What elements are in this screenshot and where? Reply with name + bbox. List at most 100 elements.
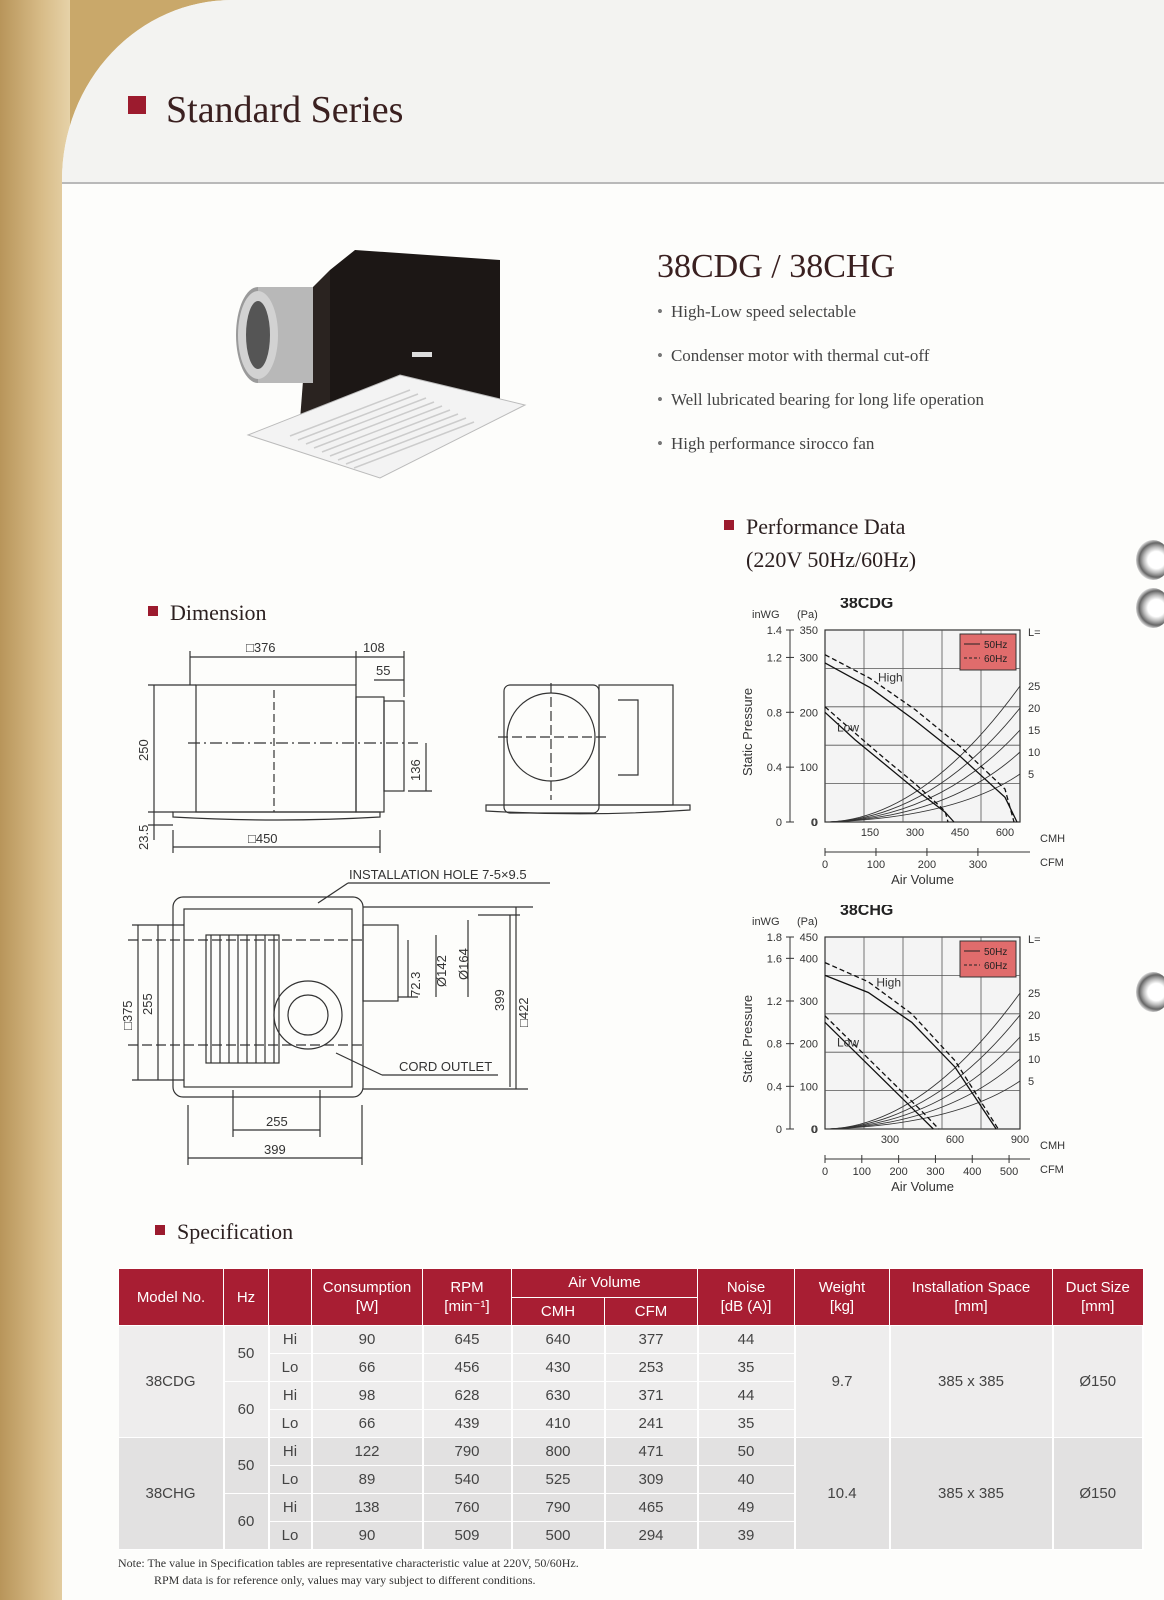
duct-tick-label: 20: [1028, 1010, 1040, 1022]
x-tick-label-cfm: 100: [867, 859, 885, 871]
cell-cfm: 471: [604, 1437, 699, 1466]
origin-label: 0: [811, 817, 817, 829]
x-tick-label-cfm: 300: [926, 1166, 944, 1178]
bullet-square-icon: [724, 520, 734, 530]
cell-cmh: 800: [511, 1437, 606, 1466]
duct-resistance-curve: [829, 1080, 1021, 1130]
dim-250: 250: [136, 739, 151, 761]
x-tick-label-cmh: 600: [946, 1134, 964, 1146]
legend-label: 60Hz: [984, 654, 1007, 665]
fan-product-image: [236, 250, 527, 479]
cell-cfm: 465: [604, 1493, 699, 1522]
duct-tick-label: 20: [1028, 703, 1040, 715]
duct-tick-label: 5: [1028, 1076, 1034, 1088]
dim-399-vertical: 399: [492, 989, 507, 1011]
cell-rpm: 645: [422, 1325, 513, 1354]
y-tick-label-pa: 350: [800, 625, 818, 637]
dim-422: □422: [516, 997, 531, 1027]
y-tick-label-inwg: 1.2: [767, 996, 782, 1008]
cell-consumption: 89: [311, 1465, 424, 1494]
duct-tick-label: 5: [1028, 769, 1034, 781]
y-tick-label-inwg: 0.4: [767, 762, 782, 774]
header-air-volume: Air Volume: [511, 1268, 698, 1298]
cell-consumption: 90: [311, 1325, 424, 1354]
dim-376: □376: [246, 640, 276, 655]
series-line-low-dashed: [824, 706, 949, 823]
cell-rpm: 439: [422, 1409, 513, 1438]
performance-chart-38chg: 38CHGinWG(Pa)010020030040045000.40.81.21…: [740, 905, 1065, 1194]
dim-399-horizontal: 399: [264, 1142, 286, 1157]
header-model: Model No.: [118, 1268, 224, 1326]
dim-255-vertical: 255: [140, 993, 155, 1015]
series-line-high-dashed: [824, 962, 999, 1130]
series-line-low-dashed: [824, 1015, 940, 1130]
table-row: 38CDG 50 Hi 90 645 640 377 44 9.7 385 x …: [118, 1325, 1144, 1438]
note-line: RPM data is for reference only, values m…: [154, 1573, 536, 1587]
performance-chart-38cdg: 38CDGinWG(Pa)010020030035000.40.81.21.4S…: [740, 598, 1065, 887]
specification-table: Model No. Hz Consumption[W] RPM[min⁻¹] A…: [118, 1268, 1144, 1550]
series-line-high-solid: [824, 662, 1018, 823]
duct-tick-label: 10: [1028, 1054, 1040, 1066]
curve-label-low: Low: [837, 1035, 859, 1049]
duct-resistance-curve: [829, 992, 1021, 1130]
dimension-heading: Dimension: [148, 600, 267, 626]
dim-108: 108: [363, 640, 385, 655]
cell-noise: 44: [697, 1381, 796, 1410]
x-tick-label-cfm: 100: [853, 1166, 871, 1178]
x-unit-cfm: CFM: [1040, 857, 1064, 869]
series-title: Standard Series: [128, 88, 403, 132]
cell-cmh: 500: [511, 1521, 606, 1550]
legend-label: 50Hz: [984, 640, 1007, 651]
dim-142: Ø142: [434, 955, 449, 987]
feature-item: High performance sirocco fan: [657, 434, 984, 478]
cell-speed: Hi: [268, 1493, 313, 1522]
feature-item: Condenser motor with thermal cut-off: [657, 346, 984, 390]
duct-resistance-curve: [829, 1036, 1021, 1130]
chart-title: 38CHG: [840, 905, 893, 919]
series-line-high-solid: [824, 974, 997, 1130]
cell-model: 38CDG: [118, 1325, 225, 1438]
dim-55: 55: [376, 663, 390, 678]
x-tick-label-cmh: 600: [996, 827, 1014, 839]
cell-cmh: 430: [511, 1353, 606, 1382]
feature-item: High-Low speed selectable: [657, 302, 984, 346]
table-row: 60 Hi 98 628 630 371 44: [119, 1381, 1144, 1438]
performance-subtitle: (220V 50Hz/60Hz): [746, 547, 917, 572]
cell-noise: 50: [697, 1437, 796, 1466]
y-tick-label-pa: 450: [800, 932, 818, 944]
cell-installation-space: 385 x 385: [889, 1325, 1054, 1438]
y-tick-label-pa: 200: [800, 707, 818, 719]
duct-tick-label: 10: [1028, 747, 1040, 759]
dim-136: 136: [408, 759, 423, 781]
legend-box: [959, 940, 1017, 978]
x-tick-label-cfm: 200: [889, 1166, 907, 1178]
dim-72-3: 72.3: [408, 972, 423, 997]
duct-tick-label: 25: [1028, 681, 1040, 693]
cell-speed: Lo: [268, 1521, 313, 1550]
table-row: 38CHG 50 Hi 122 790 800 471 50 10.4 385 …: [118, 1437, 1144, 1550]
x-tick-label-cfm: 300: [969, 859, 987, 871]
y-tick-label-inwg: 0.4: [767, 1081, 782, 1093]
cell-noise: 35: [697, 1409, 796, 1438]
duct-resistance-curve: [829, 707, 1021, 823]
duct-label: L=: [1028, 627, 1041, 639]
cell-consumption: 90: [311, 1521, 424, 1550]
dim-375: □375: [120, 1000, 135, 1030]
cell-cfm: 294: [604, 1521, 699, 1550]
page-binding: [0, 0, 70, 1600]
duct-resistance-curve: [829, 685, 1021, 823]
x-unit-cmh: CMH: [1040, 833, 1065, 845]
y-tick-label-pa: 0: [812, 1124, 818, 1136]
duct-resistance-curve: [829, 1014, 1021, 1130]
duct-tick-label: 25: [1028, 988, 1040, 1000]
dim-450: □450: [248, 831, 278, 846]
curve-label-high: High: [876, 975, 901, 989]
header-hz: Hz: [223, 1268, 269, 1326]
y-tick-label-inwg: 0: [776, 817, 782, 829]
dim-255-horizontal: 255: [266, 1114, 288, 1129]
cell-cfm: 253: [604, 1353, 699, 1382]
x-tick-label-cmh: 300: [881, 1134, 899, 1146]
y-tick-label-inwg: 1.4: [767, 625, 782, 637]
x-axis-label: Air Volume: [891, 872, 954, 887]
cell-cmh: 790: [511, 1493, 606, 1522]
